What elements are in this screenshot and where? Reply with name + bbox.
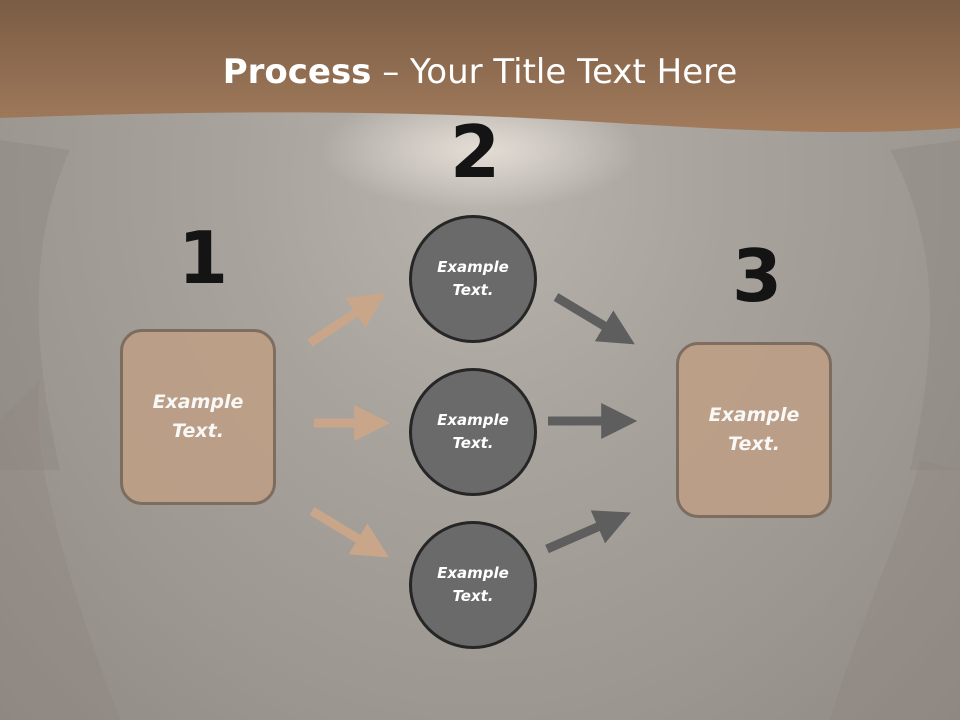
circle-middle-text: Example Text.	[437, 411, 509, 452]
step-1-text: Example Text.	[152, 391, 244, 442]
step-2-circle-bottom[interactable]: Example Text.	[409, 521, 537, 649]
title-bold: Process	[222, 52, 372, 92]
step-2-circle-middle[interactable]: Example Text.	[409, 368, 537, 496]
arrow-left-down	[309, 507, 389, 558]
title-rest: – Your Title Text Here	[371, 52, 738, 92]
arrow-right-up	[545, 510, 631, 554]
circle-bottom-text: Example Text.	[437, 564, 509, 605]
arrow-right-down	[553, 293, 635, 345]
step-3-text: Example Text.	[708, 404, 800, 455]
circle-top-text: Example Text.	[437, 258, 509, 299]
slide-title: Process – Your Title Text Here	[0, 52, 960, 92]
step-number-1: 1	[178, 216, 229, 300]
step-number-3: 3	[732, 234, 783, 318]
step-number-2: 2	[450, 110, 501, 194]
header-banner	[0, 0, 960, 133]
step-2-circle-top[interactable]: Example Text.	[409, 215, 537, 343]
arrow-left-up	[307, 293, 386, 347]
step-3-box[interactable]: Example Text.	[676, 342, 832, 518]
step-1-box[interactable]: Example Text.	[120, 329, 276, 505]
